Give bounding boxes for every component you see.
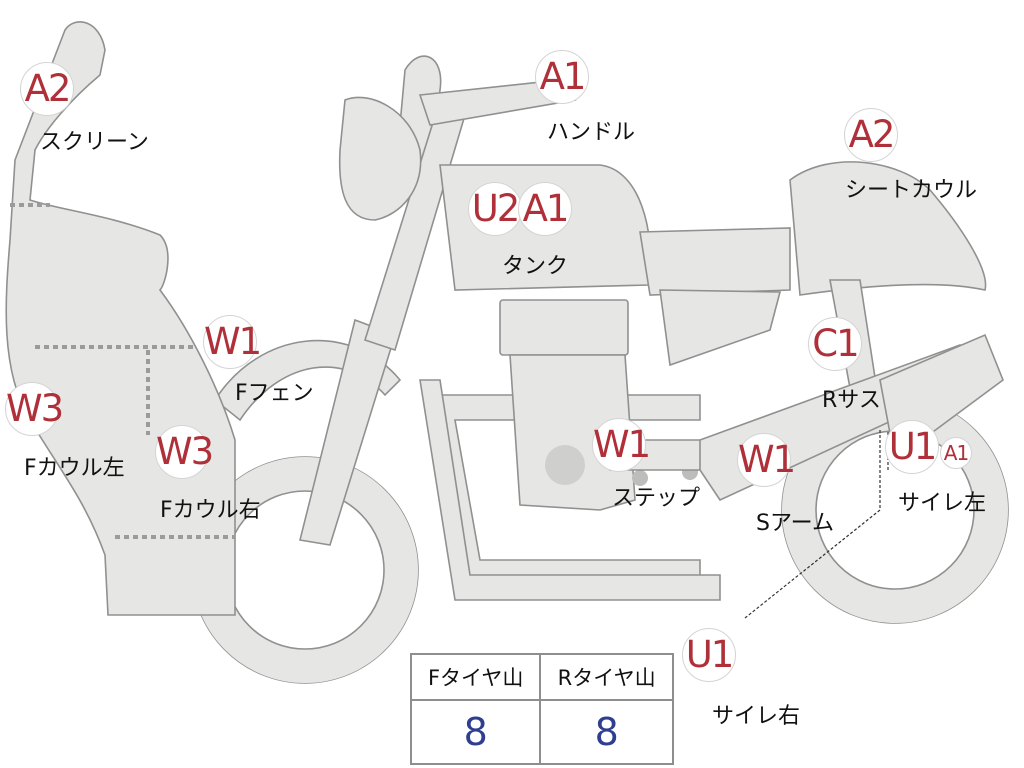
label-f-cowl-left: Fカウル左 <box>24 456 125 481</box>
badge-f-cowl-right: W3 <box>155 425 214 479</box>
badge-seat-cowl: A2 <box>844 108 898 162</box>
seat-lower <box>659 289 782 367</box>
label-tank: タンク <box>502 254 569 279</box>
label-seat-cowl: シートカウル <box>845 178 978 203</box>
label-handle: ハンドル <box>547 120 636 145</box>
label-f-fender: Fフェン <box>235 381 314 406</box>
badge-f-fender: W1 <box>203 315 262 369</box>
tire-table-header-row: Fタイヤ山 Rタイヤ山 <box>409 653 674 701</box>
badge-tank-a: A1 <box>518 182 572 236</box>
engine-lower <box>509 354 636 511</box>
badge-silencer-left-a: A1 <box>940 437 972 469</box>
step-bolt-1 <box>632 470 648 486</box>
seat-shape <box>639 227 791 296</box>
badge-silencer-right: U1 <box>682 628 736 682</box>
label-screen: スクリーン <box>40 130 149 155</box>
rear-tire-header: Rタイヤ山 <box>539 653 674 701</box>
badge-screen: A2 <box>20 62 74 116</box>
badge-s-arm: W1 <box>737 433 796 487</box>
label-f-cowl-right: Fカウル右 <box>160 498 261 523</box>
tire-table-value-row: 8 8 <box>409 699 674 765</box>
lower-exhaust-rail <box>419 379 721 601</box>
badge-silencer-left-u: U1 <box>885 420 939 474</box>
label-s-arm: Sアーム <box>756 511 834 536</box>
front-tire-value: 8 <box>409 699 542 765</box>
tire-tread-table: Fタイヤ山 Rタイヤ山 8 8 <box>409 653 674 765</box>
label-r-sus: Rサス <box>822 388 881 413</box>
engine-cover <box>545 445 585 485</box>
badge-f-cowl-left: W3 <box>5 382 64 436</box>
label-step: ステップ <box>612 486 701 511</box>
front-tire-header: Fタイヤ山 <box>409 653 542 701</box>
label-silencer-right: サイレ右 <box>712 704 801 729</box>
rear-tire-value: 8 <box>539 699 674 765</box>
silencer-leader-line <box>744 430 881 619</box>
seat-cowl-shape <box>789 161 987 296</box>
badge-r-sus: C1 <box>808 317 862 371</box>
label-silencer-left: サイレ左 <box>898 491 987 516</box>
headlight <box>338 96 422 221</box>
engine-upper <box>499 299 629 356</box>
badge-tank-u: U2 <box>468 182 522 236</box>
badge-step: W1 <box>592 418 651 472</box>
badge-handle: A1 <box>535 50 589 104</box>
